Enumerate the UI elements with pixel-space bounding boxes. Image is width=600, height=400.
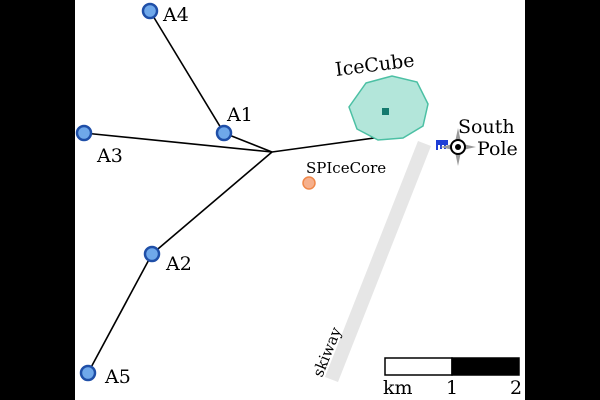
cable-a1-hub [223,132,273,153]
station-label-a5: A5 [104,366,131,388]
station-a2 [143,245,161,263]
scale-unit-label: km [383,377,413,399]
station-a4 [141,2,159,20]
map-background [75,0,525,400]
cable-a4 [149,10,225,134]
station-label-a2: A2 [165,253,192,275]
station-a1 [215,124,233,142]
cable-hub-a2 [151,151,273,255]
stations [75,2,233,382]
south-pole-label-line2: Pole [477,138,518,160]
cable-a2-a5 [87,253,153,374]
station-label-a3: A3 [96,145,123,167]
cable-a3-hub [83,132,273,153]
station-label-a1: A1 [226,104,253,126]
spicecore-marker [302,176,316,190]
icecube-lab-marker [382,108,389,115]
station-a5 [79,364,97,382]
scale-tick-1: 1 [446,377,458,399]
compass-rose-icon [440,128,476,166]
scale-tick-2: 2 [510,377,522,399]
scale-bar [384,357,520,376]
skiway [325,141,431,382]
south-pole-label-line1: South [458,116,515,138]
station-label-a4: A4 [162,4,189,26]
spicecore-label: SPIceCore [306,159,386,177]
station-a3 [75,124,93,142]
